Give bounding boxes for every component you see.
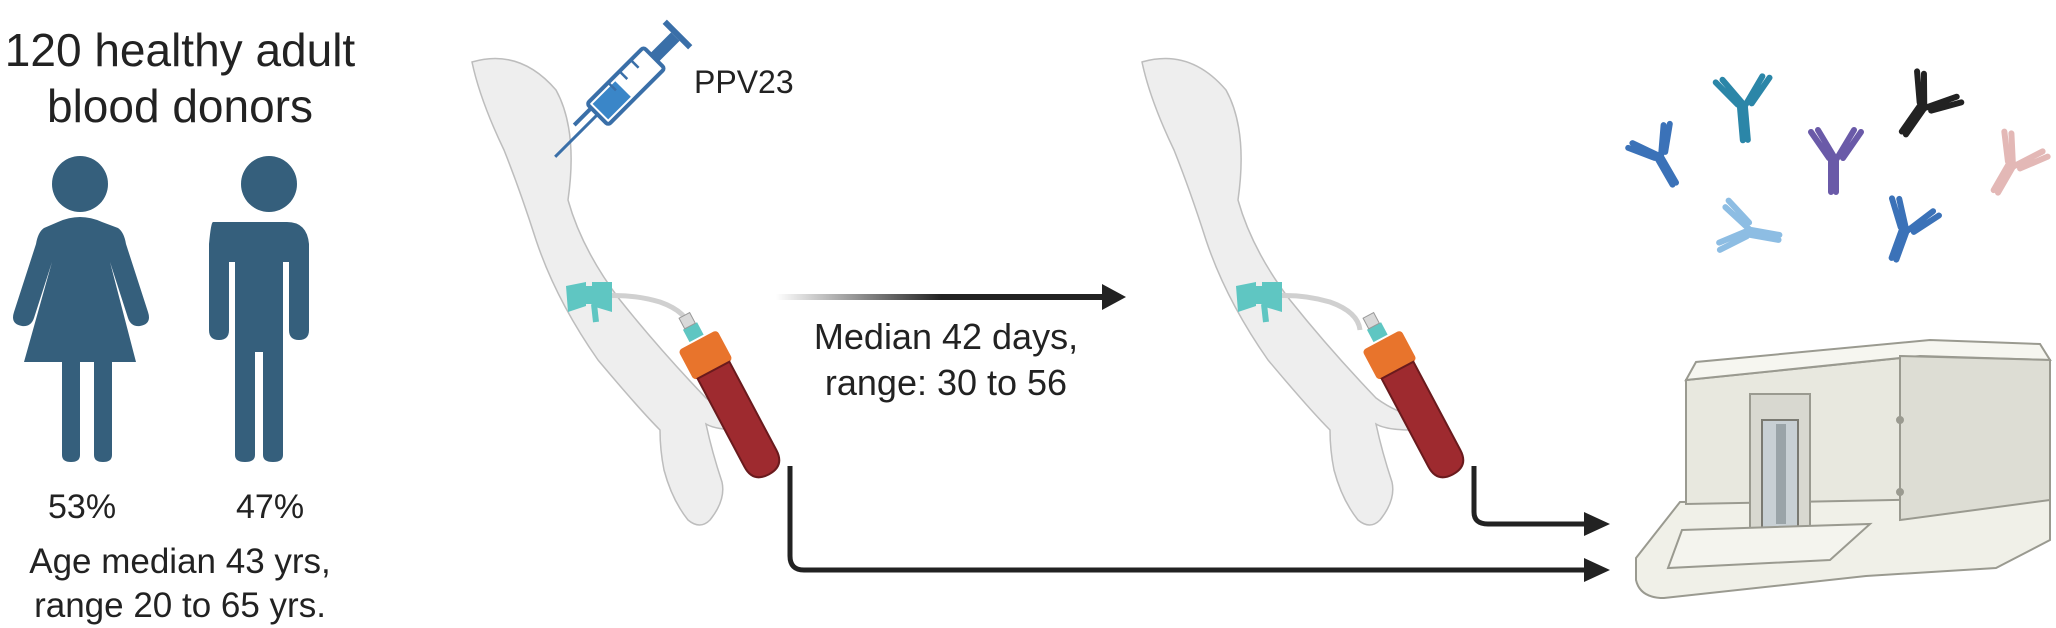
- male-person-icon: [209, 156, 309, 462]
- antibody-icon: [1990, 128, 2051, 196]
- female-person-icon: [13, 156, 149, 462]
- cohort-title-line2: blood donors: [47, 80, 313, 132]
- age-summary-line2: range 20 to 65 yrs.: [34, 586, 326, 625]
- cohort-title: 120 healthy adult blood donors: [0, 22, 360, 134]
- interval-label: Median 42 days, range: 30 to 56: [796, 314, 1096, 406]
- syringe-icon: [554, 19, 693, 158]
- antibody-icon: [1898, 68, 1965, 138]
- sample-arrow-pre: [787, 466, 1610, 582]
- analyzer-instrument-icon: [1635, 338, 2052, 600]
- blood-collection-set-right: [1236, 282, 1465, 479]
- age-summary: Age median 43 yrs, range 20 to 65 yrs.: [0, 540, 360, 628]
- antibody-icon: [1712, 73, 1773, 144]
- blood-collection-set-left: [566, 282, 781, 479]
- interval-arrow: [776, 284, 1126, 310]
- sample-arrow-post: [1471, 466, 1610, 536]
- antibody-icons: [1625, 68, 2051, 263]
- vaccine-label: PPV23: [694, 64, 794, 100]
- antibody-icon: [1716, 197, 1783, 253]
- antibody-icon: [1808, 127, 1864, 195]
- antibody-icon: [1888, 195, 1942, 263]
- male-percent: 47%: [236, 488, 305, 526]
- female-percent: 53%: [48, 488, 117, 526]
- antibody-icon: [1625, 120, 1679, 188]
- interval-line1: Median 42 days,: [813, 316, 1079, 357]
- interval-line2: range: 30 to 56: [824, 362, 1068, 403]
- cohort-title-line1: 120 healthy adult: [4, 24, 356, 76]
- age-summary-line1: Age median 43 yrs,: [29, 542, 331, 581]
